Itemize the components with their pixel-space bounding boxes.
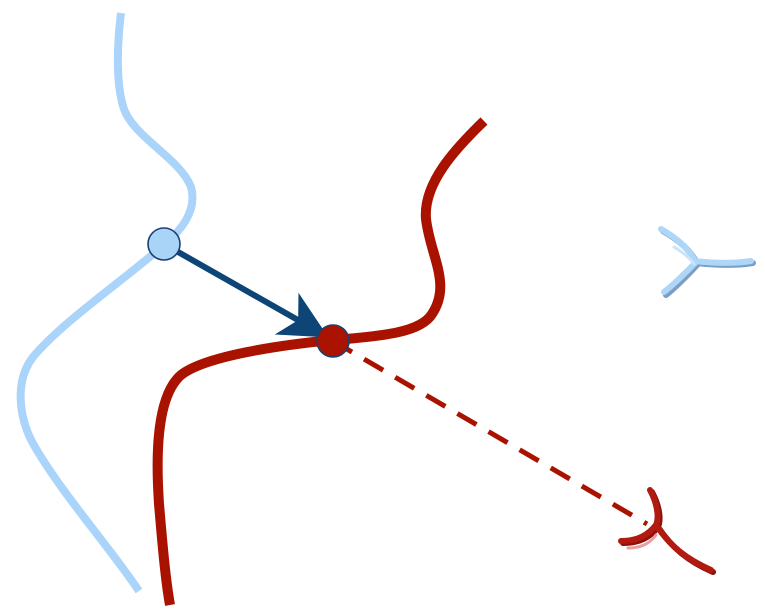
light-branching-vertex-icon	[658, 226, 756, 298]
light-node	[147, 227, 181, 261]
dark-branching-vertex-icon	[618, 487, 716, 575]
solid-arrow	[162, 241, 329, 338]
dashed-connector	[331, 338, 649, 527]
dark-red-curve	[152, 117, 488, 606]
dark-node	[316, 324, 350, 358]
light-blue-curve	[16, 12, 197, 594]
